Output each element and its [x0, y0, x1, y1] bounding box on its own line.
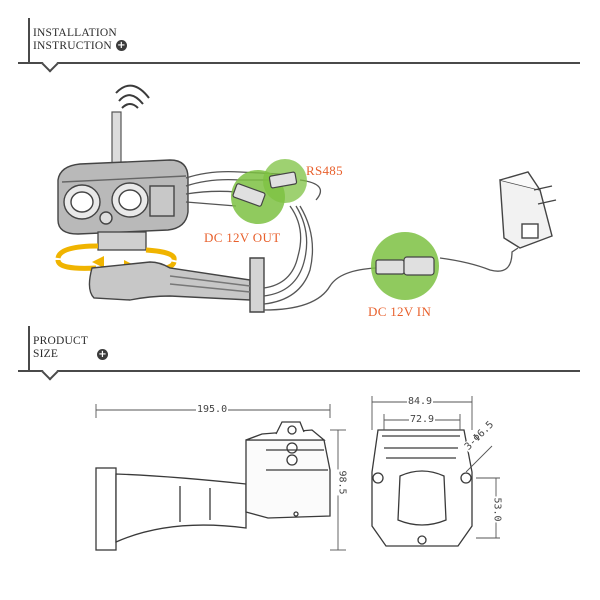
installation-title-line2: INSTRUCTION+: [33, 40, 127, 52]
inner-width-dimension: 72.9: [409, 414, 436, 425]
ring-arrow-left: [92, 256, 104, 268]
header-divider: [28, 326, 30, 370]
side-view: [95, 421, 331, 551]
length-dimension: 195.0: [196, 404, 229, 415]
connectors: [232, 171, 435, 276]
header-divider: [28, 18, 30, 62]
rs485-label: RS485: [306, 163, 343, 178]
installation-title-text: INSTRUCTION: [33, 40, 112, 52]
header-rule: [18, 62, 580, 64]
product-size-header: PRODUCT SIZE: [18, 326, 580, 381]
header-rule: [18, 370, 580, 372]
product-title-line2: SIZE: [33, 348, 59, 360]
installation-title-line1: INSTALLATION: [33, 27, 117, 39]
power-adapter-icon: [499, 171, 557, 249]
wifi-signal-icon: [115, 84, 150, 109]
plus-icon[interactable]: +: [97, 349, 108, 360]
wall-bracket: [88, 257, 265, 313]
mount-neck: [97, 231, 147, 251]
product-title-line1: PRODUCT: [33, 335, 89, 347]
front-view: [371, 429, 473, 547]
dc-out-label: DC 12V OUT: [204, 230, 281, 245]
cables: [185, 170, 519, 311]
height-dimension: 98.5: [336, 469, 348, 496]
installation-header: INSTALLATION INSTRUCTION+: [18, 18, 580, 73]
dc-in-label: DC 12V IN: [368, 304, 432, 319]
camera-body: [57, 159, 189, 235]
plus-icon[interactable]: +: [115, 40, 127, 51]
center-height-dimension: 53.0: [491, 496, 503, 523]
outer-width-dimension: 84.9: [407, 396, 434, 407]
